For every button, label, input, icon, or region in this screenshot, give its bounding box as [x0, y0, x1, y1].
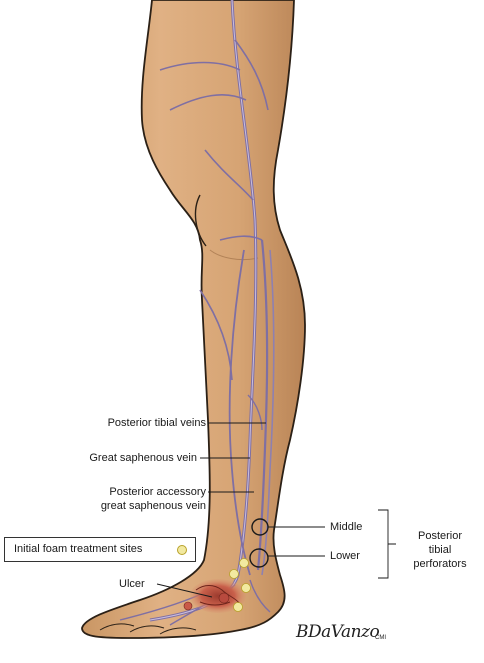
treatment-site-4: [233, 602, 243, 612]
knee-shadow: [209, 249, 259, 261]
knee-crease: [194, 194, 207, 247]
lower-perforator-circle: [249, 548, 269, 568]
ulcer-detail: [195, 585, 241, 606]
artist-signature: BDaVanzo: [296, 622, 380, 642]
label-lower: Lower: [330, 550, 360, 562]
label-perforators-line3: perforators: [413, 558, 467, 570]
leader-lines: [156, 422, 396, 598]
posterior-tibial-veins: [256, 239, 269, 571]
label-great-saphenous-vein: Great saphenous vein: [89, 452, 197, 464]
label-perforators-line2: tibial: [428, 544, 452, 556]
toe-lines: [99, 623, 197, 635]
label-middle: Middle: [330, 521, 363, 533]
foam-treatment-sites: [229, 558, 251, 612]
treatment-site-1: [229, 569, 239, 579]
label-ulcer: Ulcer: [119, 578, 145, 590]
artist-credential: CMI: [375, 635, 386, 641]
treatment-site-3: [241, 583, 251, 593]
legend-marker-icon: [177, 545, 187, 555]
treatment-site-2: [239, 558, 249, 568]
legend-text: Initial foam treatment sites: [14, 543, 143, 555]
thigh-vein-branches: [159, 39, 269, 381]
legend-box: Initial foam treatment sites: [4, 537, 196, 562]
label-perforators-line1: Posterior: [417, 530, 463, 542]
label-posterior-tibial-veins: Posterior tibial veins: [107, 417, 206, 429]
posterior-accessory-vein: [228, 249, 251, 576]
label-posterior-accessory-line2: great saphenous vein: [100, 500, 206, 512]
label-posterior-accessory-line1: Posterior accessory: [109, 486, 206, 498]
leader-ulcer: [156, 583, 213, 598]
perforators-bracket: [378, 509, 396, 579]
ulcer-region: [190, 579, 246, 613]
